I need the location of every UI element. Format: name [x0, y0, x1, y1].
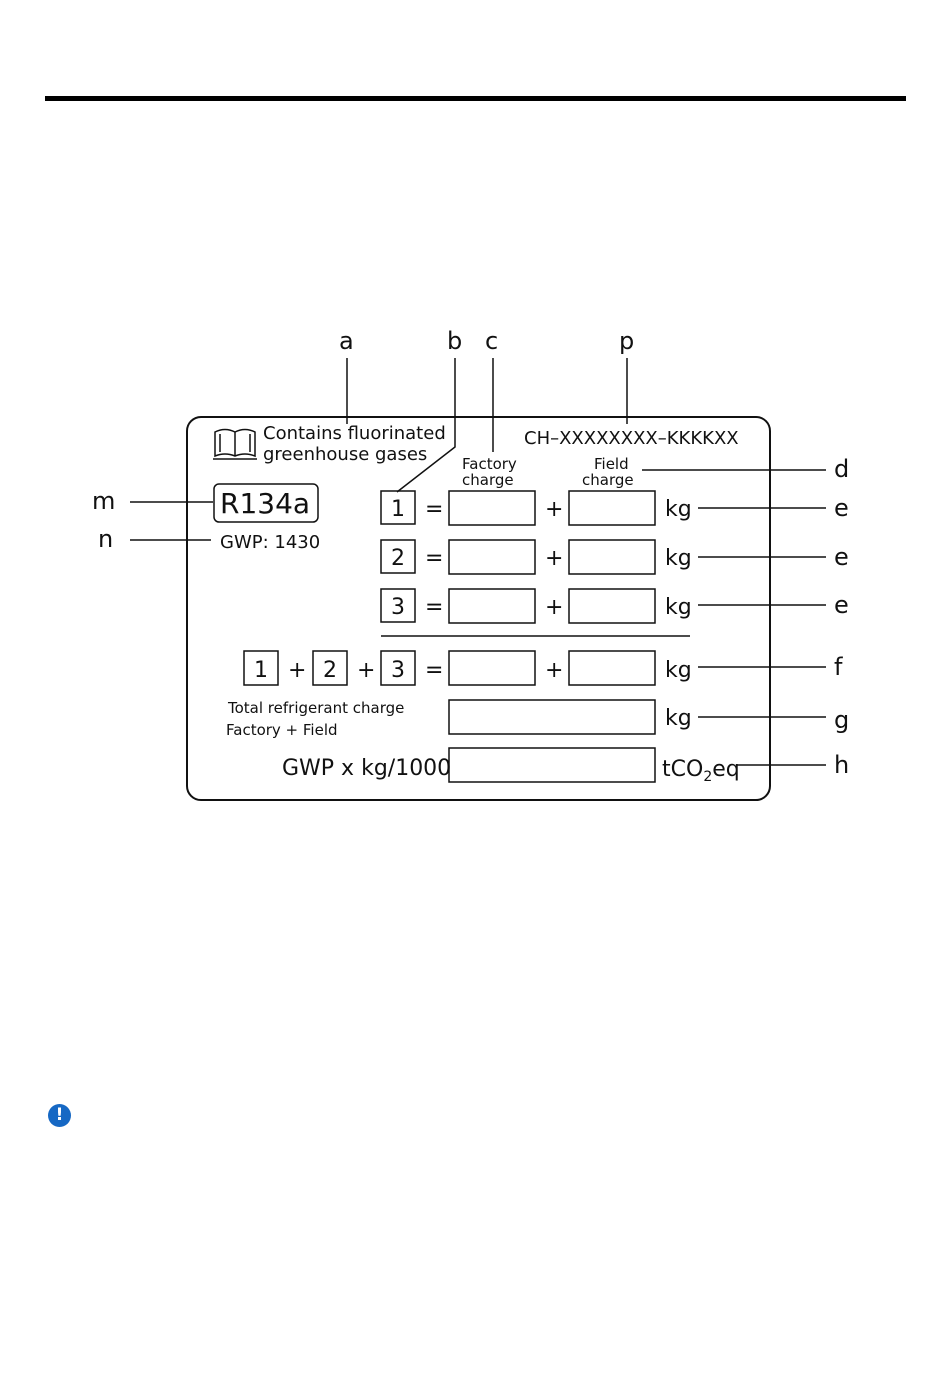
- row2-plus: +: [545, 546, 563, 571]
- row2-unit: kg: [665, 546, 692, 571]
- row2-factory-field[interactable]: [449, 540, 535, 574]
- callout-f: f: [834, 653, 843, 681]
- sum-unit: kg: [665, 658, 692, 683]
- row2-equals: =: [425, 546, 443, 571]
- row3-plus: +: [545, 595, 563, 620]
- gwp-value: GWP: 1430: [220, 532, 320, 553]
- total-charge-field[interactable]: [449, 700, 655, 734]
- sum-plus-3: +: [545, 658, 563, 683]
- row1-equals: =: [425, 497, 443, 522]
- callout-h: h: [834, 751, 849, 779]
- row3-field-charge-field[interactable]: [569, 589, 655, 623]
- callout-e-2: e: [834, 543, 849, 571]
- contains-text-line1: Contains fluorinated: [263, 423, 446, 444]
- refrigerant-name: R134a: [220, 487, 310, 520]
- row3-number: 3: [391, 595, 405, 620]
- row2-field-charge-field[interactable]: [569, 540, 655, 574]
- callout-b: b: [447, 327, 462, 355]
- book-icon: [213, 430, 257, 460]
- callout-e-3: e: [834, 591, 849, 619]
- co2-equivalent-field[interactable]: [449, 748, 655, 782]
- field-charge-label-line2: charge: [582, 471, 634, 489]
- callout-a: a: [339, 327, 354, 355]
- exclamation-icon: !: [48, 1104, 71, 1127]
- gwp-formula: GWP x kg/1000: [282, 756, 451, 781]
- row3-factory-field[interactable]: [449, 589, 535, 623]
- sum-number-3: 3: [391, 658, 405, 683]
- sum-equals: =: [425, 658, 443, 683]
- sum-factory-field[interactable]: [449, 651, 535, 685]
- total-charge-label-line2: Factory + Field: [226, 721, 338, 739]
- total-unit: kg: [665, 706, 692, 731]
- callout-n: n: [98, 525, 113, 553]
- sum-plus-1: +: [288, 658, 306, 683]
- serial-number: CH–XXXXXXXX–KKKKXX: [524, 428, 739, 449]
- callout-g: g: [834, 706, 849, 734]
- row1-factory-field[interactable]: [449, 491, 535, 525]
- row3-unit: kg: [665, 595, 692, 620]
- callout-e-1: e: [834, 494, 849, 522]
- sum-number-1: 1: [254, 658, 268, 683]
- callout-p: p: [619, 327, 634, 355]
- total-charge-label-line1: Total refrigerant charge: [227, 699, 404, 717]
- contains-text-line2: greenhouse gases: [263, 444, 427, 465]
- row1-unit: kg: [665, 497, 692, 522]
- row1-field-charge-field[interactable]: [569, 491, 655, 525]
- callout-m: m: [92, 487, 115, 515]
- row1-plus: +: [545, 497, 563, 522]
- callout-c: c: [485, 327, 498, 355]
- row3-equals: =: [425, 595, 443, 620]
- factory-charge-label-line2: charge: [462, 471, 514, 489]
- callout-d: d: [834, 455, 849, 483]
- row2-number: 2: [391, 546, 405, 571]
- co2-unit: tCO2eq: [662, 757, 740, 785]
- sum-number-2: 2: [323, 658, 337, 683]
- sum-plus-2: +: [357, 658, 375, 683]
- row1-number: 1: [391, 497, 405, 522]
- sum-field-charge-field[interactable]: [569, 651, 655, 685]
